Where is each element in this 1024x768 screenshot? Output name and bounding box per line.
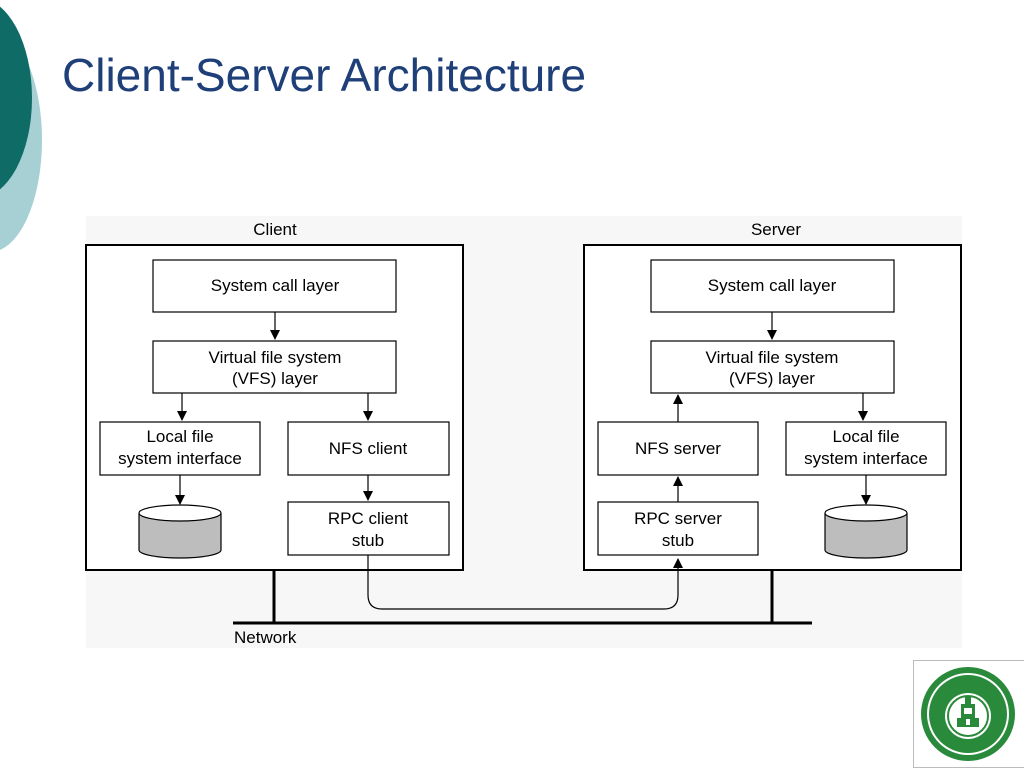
client-vfs-box: [152, 340, 397, 394]
client-disk-icon: [138, 504, 222, 559]
client-local-fs-label-line1: Local file: [146, 427, 213, 446]
rpc-client-stub-label-line1: RPC client: [328, 509, 409, 528]
client-label: Client: [253, 220, 297, 239]
server-system-call-label: System call layer: [708, 276, 837, 295]
client-system-call-label: System call layer: [211, 276, 340, 295]
nfs-client-label: NFS client: [329, 439, 408, 458]
nfs-server-label: NFS server: [635, 439, 721, 458]
client-system-call-box: [152, 259, 397, 313]
corner-decoration: [0, 6, 42, 250]
rpc-message-path-arrow: [367, 555, 683, 610]
university-logo: [913, 660, 1024, 768]
server-local-fs-label-line2: system interface: [804, 449, 928, 468]
rpc-client-stub-box: [287, 501, 450, 556]
server-local-fs-box: [785, 421, 947, 476]
server-local-fs-label-line1: Local file: [832, 427, 899, 446]
client-local-fs-label-line2: system interface: [118, 449, 242, 468]
nfs-client-box: [287, 421, 450, 476]
nfs-server-box: [597, 421, 759, 476]
server-label: Server: [751, 220, 801, 239]
rpc-client-stub-label-line2: stub: [352, 531, 384, 550]
slide-title: Client-Server Architecture: [62, 49, 587, 101]
server-vfs-label-line1: Virtual file system: [706, 348, 839, 367]
client-vfs-label-line2: (VFS) layer: [232, 369, 318, 388]
rpc-server-stub-box: [597, 501, 759, 556]
server-vfs-label-line2: (VFS) layer: [729, 369, 815, 388]
network-label: Network: [234, 628, 297, 647]
rpc-server-stub-label-line2: stub: [662, 531, 694, 550]
server-system-call-box: [650, 259, 895, 313]
client-local-fs-box: [99, 421, 261, 476]
server-vfs-box: [650, 340, 895, 394]
server-disk-icon: [824, 504, 908, 559]
client-vfs-label-line1: Virtual file system: [209, 348, 342, 367]
rpc-server-stub-label-line1: RPC server: [634, 509, 722, 528]
